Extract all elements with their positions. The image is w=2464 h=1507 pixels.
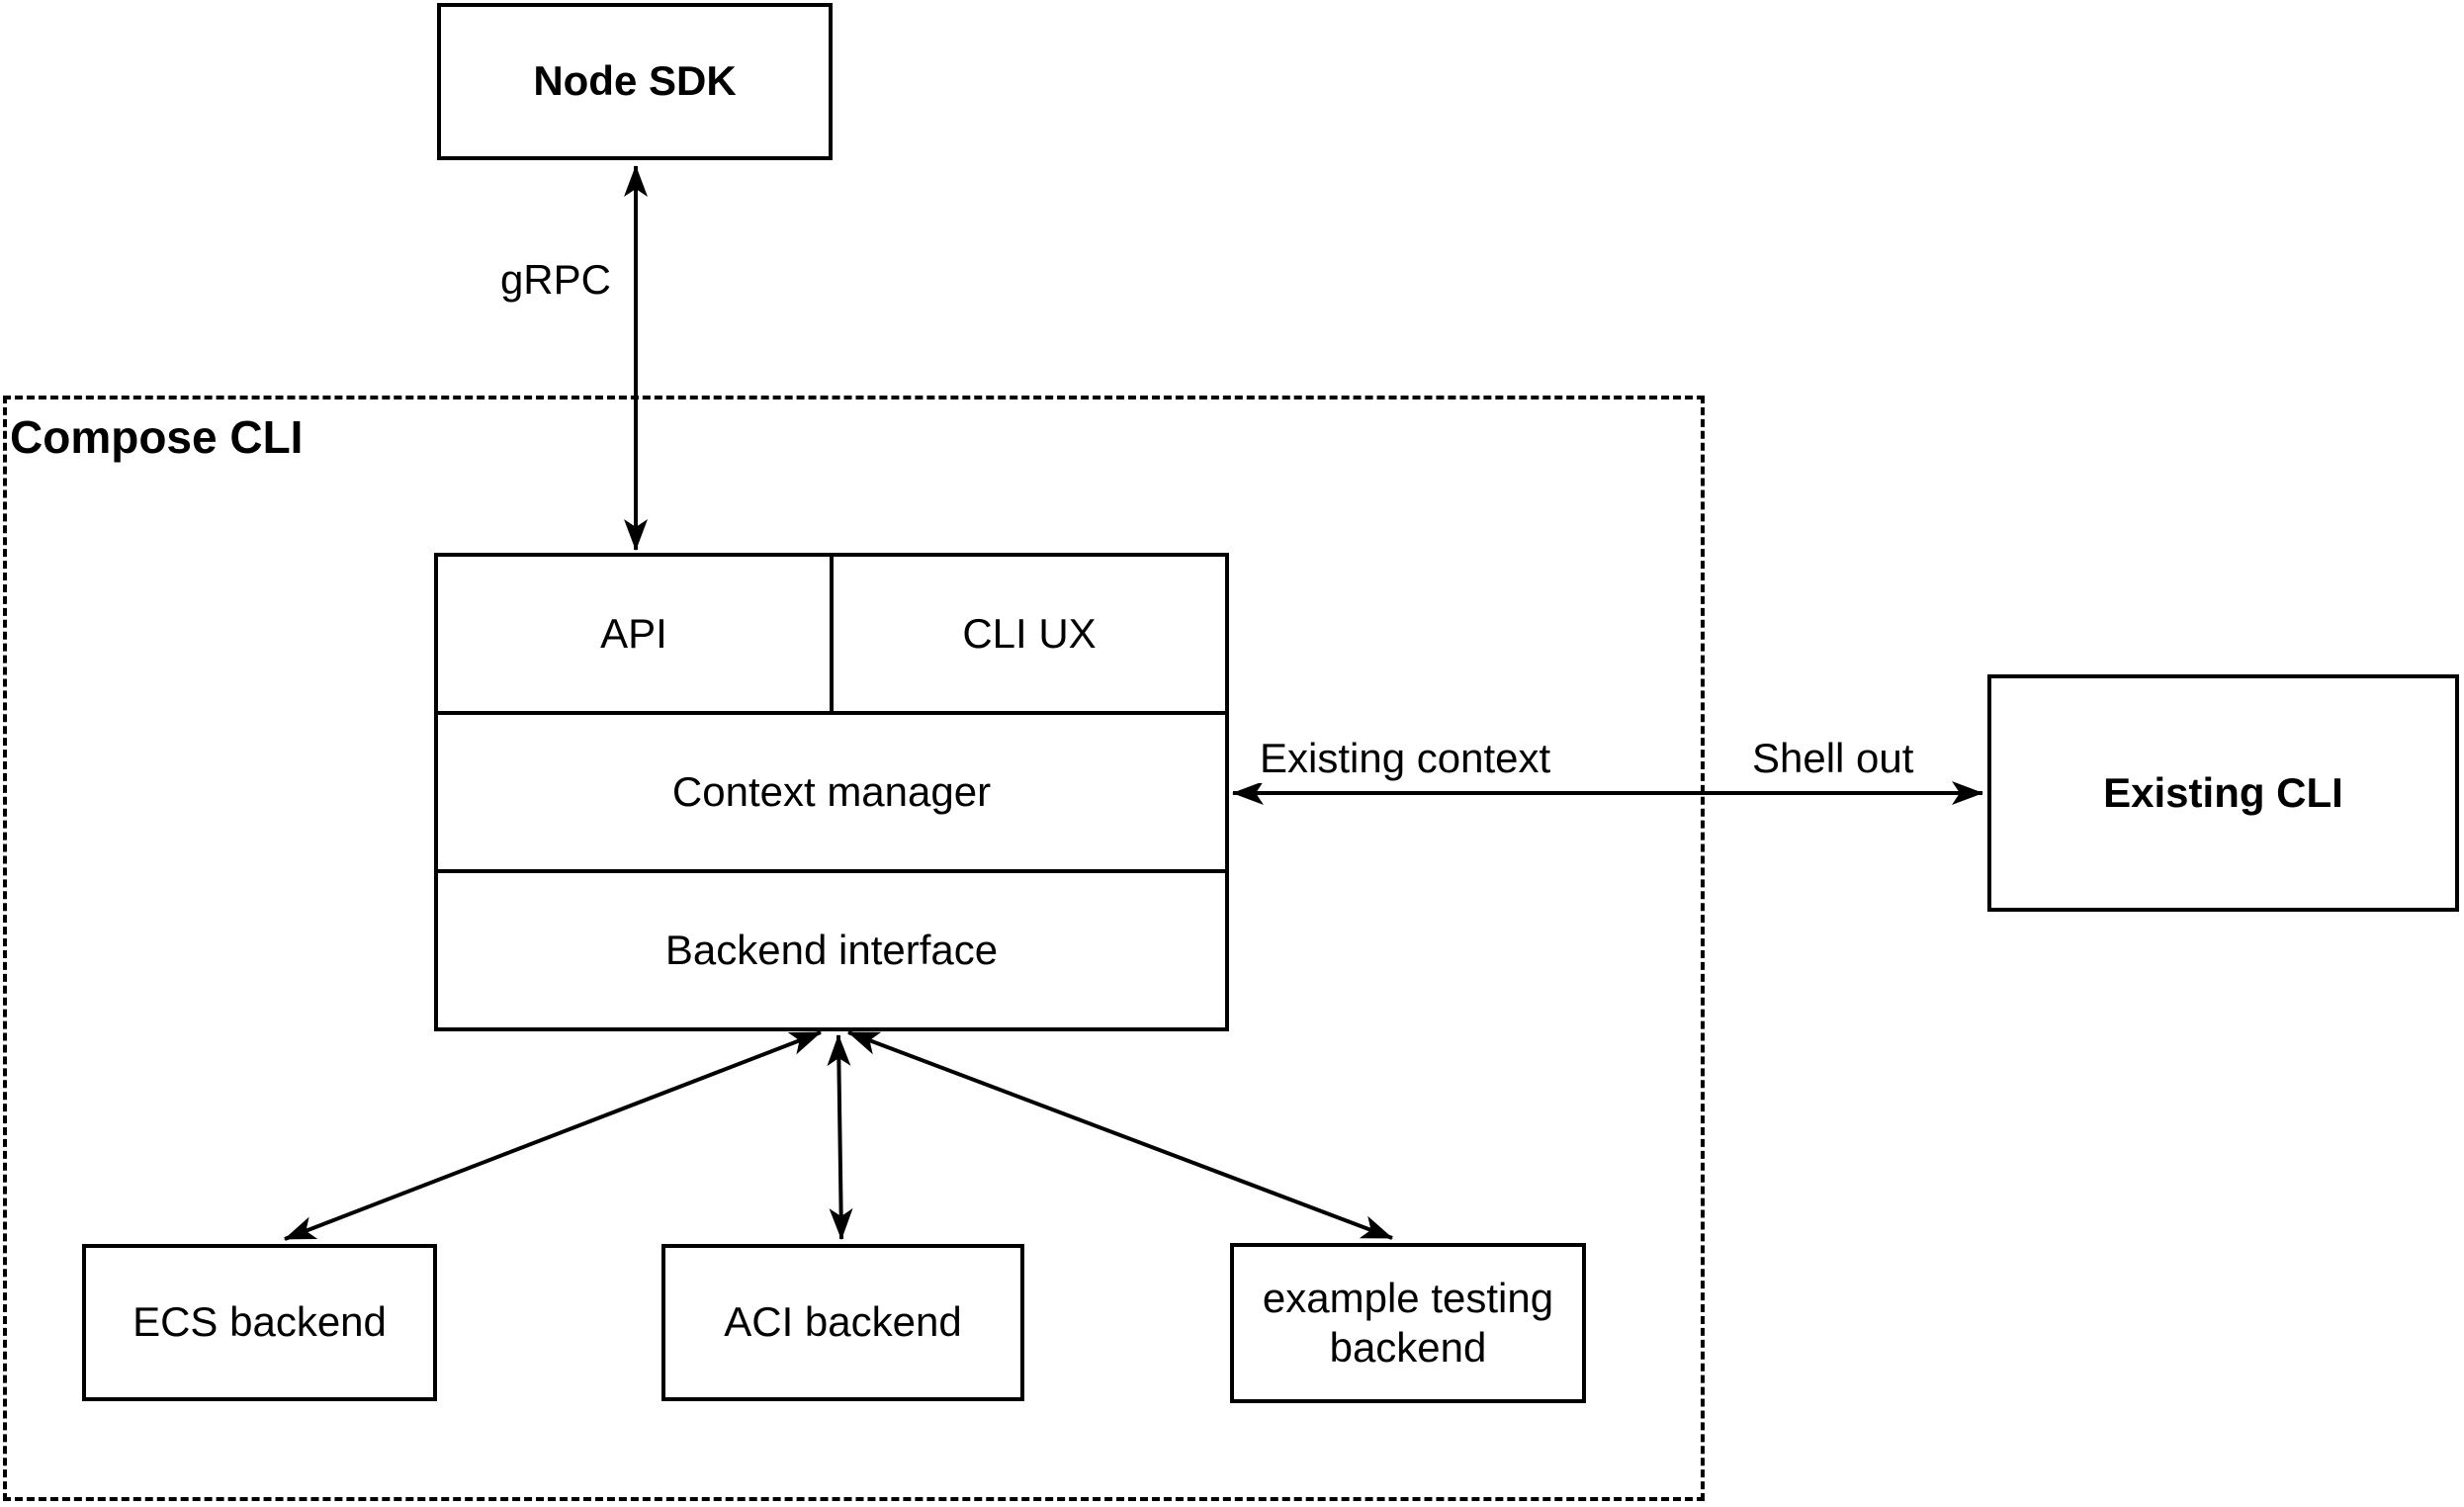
aci-backend-box: ACI backend <box>661 1244 1024 1401</box>
existing-context-edge-label: Existing context <box>1256 734 1555 783</box>
existing-cli-label: Existing CLI <box>2103 768 2343 816</box>
aci-backend-label: ACI backend <box>724 1298 962 1346</box>
ecs-backend-box: ECS backend <box>82 1244 437 1401</box>
grpc-edge-label: gRPC <box>495 255 615 305</box>
ecs-backend-label: ECS backend <box>132 1298 387 1346</box>
cli-ux-cell: CLI UX <box>830 557 1225 711</box>
compose-cli-stack: API CLI UX Context manager Backend inter… <box>434 553 1229 1031</box>
api-cell: API <box>438 557 830 711</box>
compose-cli-group <box>3 396 1705 1501</box>
stack-row-top: API CLI UX <box>438 557 1225 711</box>
backend-interface-cell: Backend interface <box>438 869 1225 1027</box>
compose-cli-group-label: Compose CLI <box>10 411 304 463</box>
api-label: API <box>600 610 667 657</box>
example-testing-backend-box: example testing backend <box>1230 1243 1586 1403</box>
shell-out-edge-label: Shell out <box>1748 734 1918 783</box>
cli-ux-label: CLI UX <box>962 610 1097 657</box>
existing-cli-box: Existing CLI <box>1987 674 2459 912</box>
node-sdk-label: Node SDK <box>533 57 737 105</box>
context-manager-cell: Context manager <box>438 711 1225 869</box>
example-testing-backend-label: example testing backend <box>1262 1274 1554 1371</box>
context-manager-label: Context manager <box>671 768 992 815</box>
backend-interface-label: Backend interface <box>664 927 999 973</box>
node-sdk-box: Node SDK <box>437 3 833 160</box>
